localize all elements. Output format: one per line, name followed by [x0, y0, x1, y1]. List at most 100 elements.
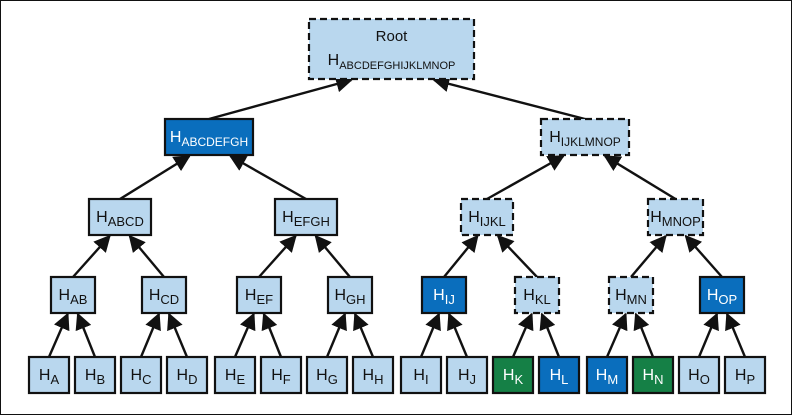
- hash-base: H: [271, 367, 283, 384]
- node-h-mnop: HMNOP: [646, 197, 705, 237]
- hash-label: HF: [271, 367, 291, 387]
- node-h-b: HB: [73, 355, 117, 395]
- hash-base: H: [503, 367, 515, 384]
- hash-label: HD: [177, 367, 198, 387]
- hash-subscript: ABCDEFGH: [181, 135, 248, 149]
- node-box: [351, 355, 395, 395]
- hash-label: HB: [85, 367, 105, 387]
- node-box: [213, 355, 257, 395]
- node-box: [537, 355, 581, 395]
- hash-base: H: [413, 367, 425, 384]
- hash-subscript: N: [654, 372, 663, 387]
- hash-base: H: [596, 367, 608, 384]
- node-box: [646, 197, 705, 237]
- hash-subscript: E: [236, 372, 245, 387]
- node-h-mn: HMN: [607, 275, 655, 315]
- hash-base: H: [523, 287, 535, 304]
- hash-label: HC: [131, 367, 152, 387]
- hash-base: H: [96, 209, 108, 226]
- node-box: [307, 17, 476, 81]
- node-h-op: HOP: [698, 275, 746, 315]
- hash-base: H: [550, 367, 562, 384]
- hash-subscript: P: [746, 372, 755, 387]
- edge-cd-to-abcd: [128, 234, 165, 278]
- hash-label: HE: [225, 367, 246, 387]
- node-box: [513, 275, 561, 315]
- hash-subscript: C: [142, 372, 151, 387]
- hash-base: H: [328, 52, 340, 69]
- hash-base: H: [316, 367, 328, 384]
- hash-label: HG: [316, 367, 338, 387]
- hash-base: H: [615, 287, 627, 304]
- node-box: [445, 355, 489, 395]
- hash-subscript: L: [561, 372, 568, 387]
- hash-base: H: [170, 129, 182, 146]
- node-h-gh: HGH: [326, 275, 374, 315]
- hash-subscript: CD: [160, 292, 179, 307]
- hash-label: HMN: [615, 287, 647, 307]
- hash-subscript: I: [425, 372, 429, 387]
- node-box: [140, 275, 188, 315]
- edge-mn-to-mnop: [630, 234, 667, 278]
- hash-subscript: G: [328, 372, 338, 387]
- edge-g-to-gh: [325, 312, 347, 358]
- hash-subscript: IJ: [445, 292, 455, 307]
- hash-subscript: IJKL: [480, 214, 506, 229]
- hash-label: HA: [39, 367, 60, 387]
- hash-base: H: [363, 367, 375, 384]
- hash-label: HAB: [59, 287, 88, 307]
- node-h-d: HD: [165, 355, 209, 395]
- hash-subscript: AB: [70, 292, 87, 307]
- node-h-e: HE: [213, 355, 257, 395]
- edge-abcd-to-abcdefgh: [119, 154, 191, 201]
- hash-label: HCD: [149, 287, 179, 307]
- edge-o-to-op: [697, 312, 719, 358]
- node-box: [723, 355, 767, 395]
- hash-base: H: [131, 367, 143, 384]
- node-box: [607, 275, 655, 315]
- node-h-i: HI: [399, 355, 443, 395]
- hash-label: HEFGH: [282, 209, 330, 229]
- edge-e-to-ef: [233, 312, 256, 358]
- node-h-m: HM: [585, 355, 629, 395]
- node-h-abcd: HABCD: [87, 197, 153, 237]
- hash-label: HM: [596, 367, 618, 387]
- hash-base: H: [59, 287, 71, 304]
- edge-ab-to-abcd: [72, 234, 111, 278]
- node-box: [420, 275, 468, 315]
- node-box: [459, 197, 515, 237]
- node-h-f: HF: [259, 355, 303, 395]
- hash-subscript: EF: [256, 292, 273, 307]
- hash-label: HKL: [523, 287, 550, 307]
- node-h-ef: HEF: [235, 275, 283, 315]
- node-box: [119, 355, 163, 395]
- node-h-n: HN: [631, 355, 675, 395]
- node-h-h: HH: [351, 355, 395, 395]
- node-h-efgh: HEFGH: [273, 197, 339, 237]
- hash-label: HN: [643, 367, 664, 387]
- node-box: [585, 355, 629, 395]
- node-box: [259, 355, 303, 395]
- node-box: [631, 355, 675, 395]
- hash-subscript: OP: [718, 292, 737, 307]
- node-h-ijklmnop: HIJKLMNOP: [539, 117, 631, 157]
- node-h-cd: HCD: [140, 275, 188, 315]
- node-box: [73, 355, 117, 395]
- edge-k-to-kl: [511, 312, 534, 358]
- edge-ijkl-to-ijklmnop: [486, 154, 565, 201]
- node-box: [399, 355, 443, 395]
- hash-base: H: [149, 287, 161, 304]
- node-box: [49, 275, 97, 315]
- hash-label: HI: [413, 367, 428, 387]
- node-box: [235, 275, 283, 315]
- node-h-ij: HIJ: [420, 275, 468, 315]
- hash-subscript: O: [700, 372, 710, 387]
- edges: [47, 75, 747, 358]
- hash-base: H: [433, 287, 445, 304]
- node-h-a: HA: [27, 355, 71, 395]
- edge-h-to-gh: [353, 312, 375, 358]
- node-box: [27, 355, 71, 395]
